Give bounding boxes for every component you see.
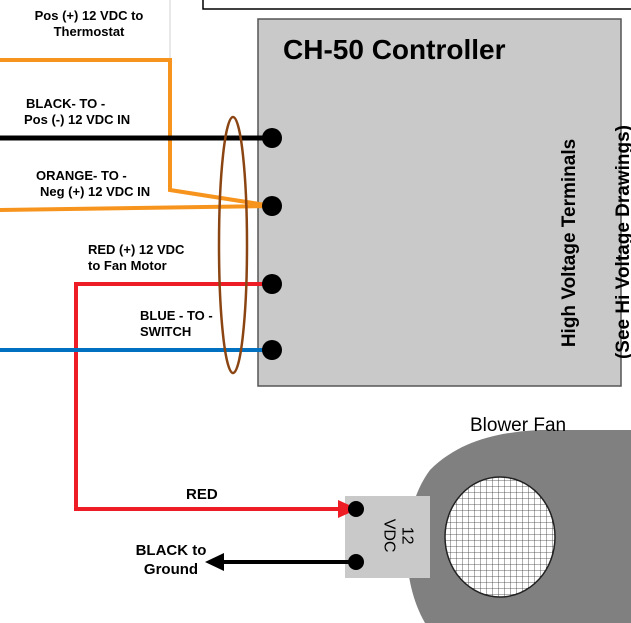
fan-terminal-positive — [348, 501, 364, 517]
red-wire-label: RED (+) 12 VDC to Fan Motor — [88, 242, 185, 274]
black-ground-label: BLACK to Ground — [135, 542, 207, 578]
thermostat-wire-label: Pos (+) 12 VDC to Thermostat — [34, 8, 144, 40]
orange-wire-label: ORANGE- TO - Neg (+) 12 VDC IN — [36, 168, 151, 200]
terminal-2 — [262, 196, 282, 216]
high-voltage-terminals-label: High Voltage Terminals — [559, 138, 580, 348]
black-arrowhead — [205, 553, 224, 571]
blower-fan-title: Blower Fan — [470, 415, 567, 436]
terminal-4 — [262, 340, 282, 360]
black-wire-label: BLACK- TO - Pos (-) 12 VDC IN — [24, 96, 131, 128]
fan-voltage-label: 12 VDC — [381, 518, 416, 553]
terminal-1 — [262, 128, 282, 148]
hi-voltage-note: (See Hi Voltage Drawings) — [613, 124, 631, 360]
red-fan-label: RED — [186, 486, 218, 503]
fan-terminal-ground — [348, 554, 364, 570]
fan-grille — [444, 476, 556, 598]
terminal-3 — [262, 274, 282, 294]
orange-input-wire — [0, 204, 273, 212]
red-fan-wire — [74, 282, 343, 511]
controller-title: CH-50 Controller — [283, 34, 506, 65]
top-frame-line — [202, 0, 631, 10]
wire-bundle-ring — [217, 115, 249, 375]
controller-box — [257, 18, 622, 387]
blue-wire-label: BLUE - TO - SWITCH — [140, 308, 213, 340]
